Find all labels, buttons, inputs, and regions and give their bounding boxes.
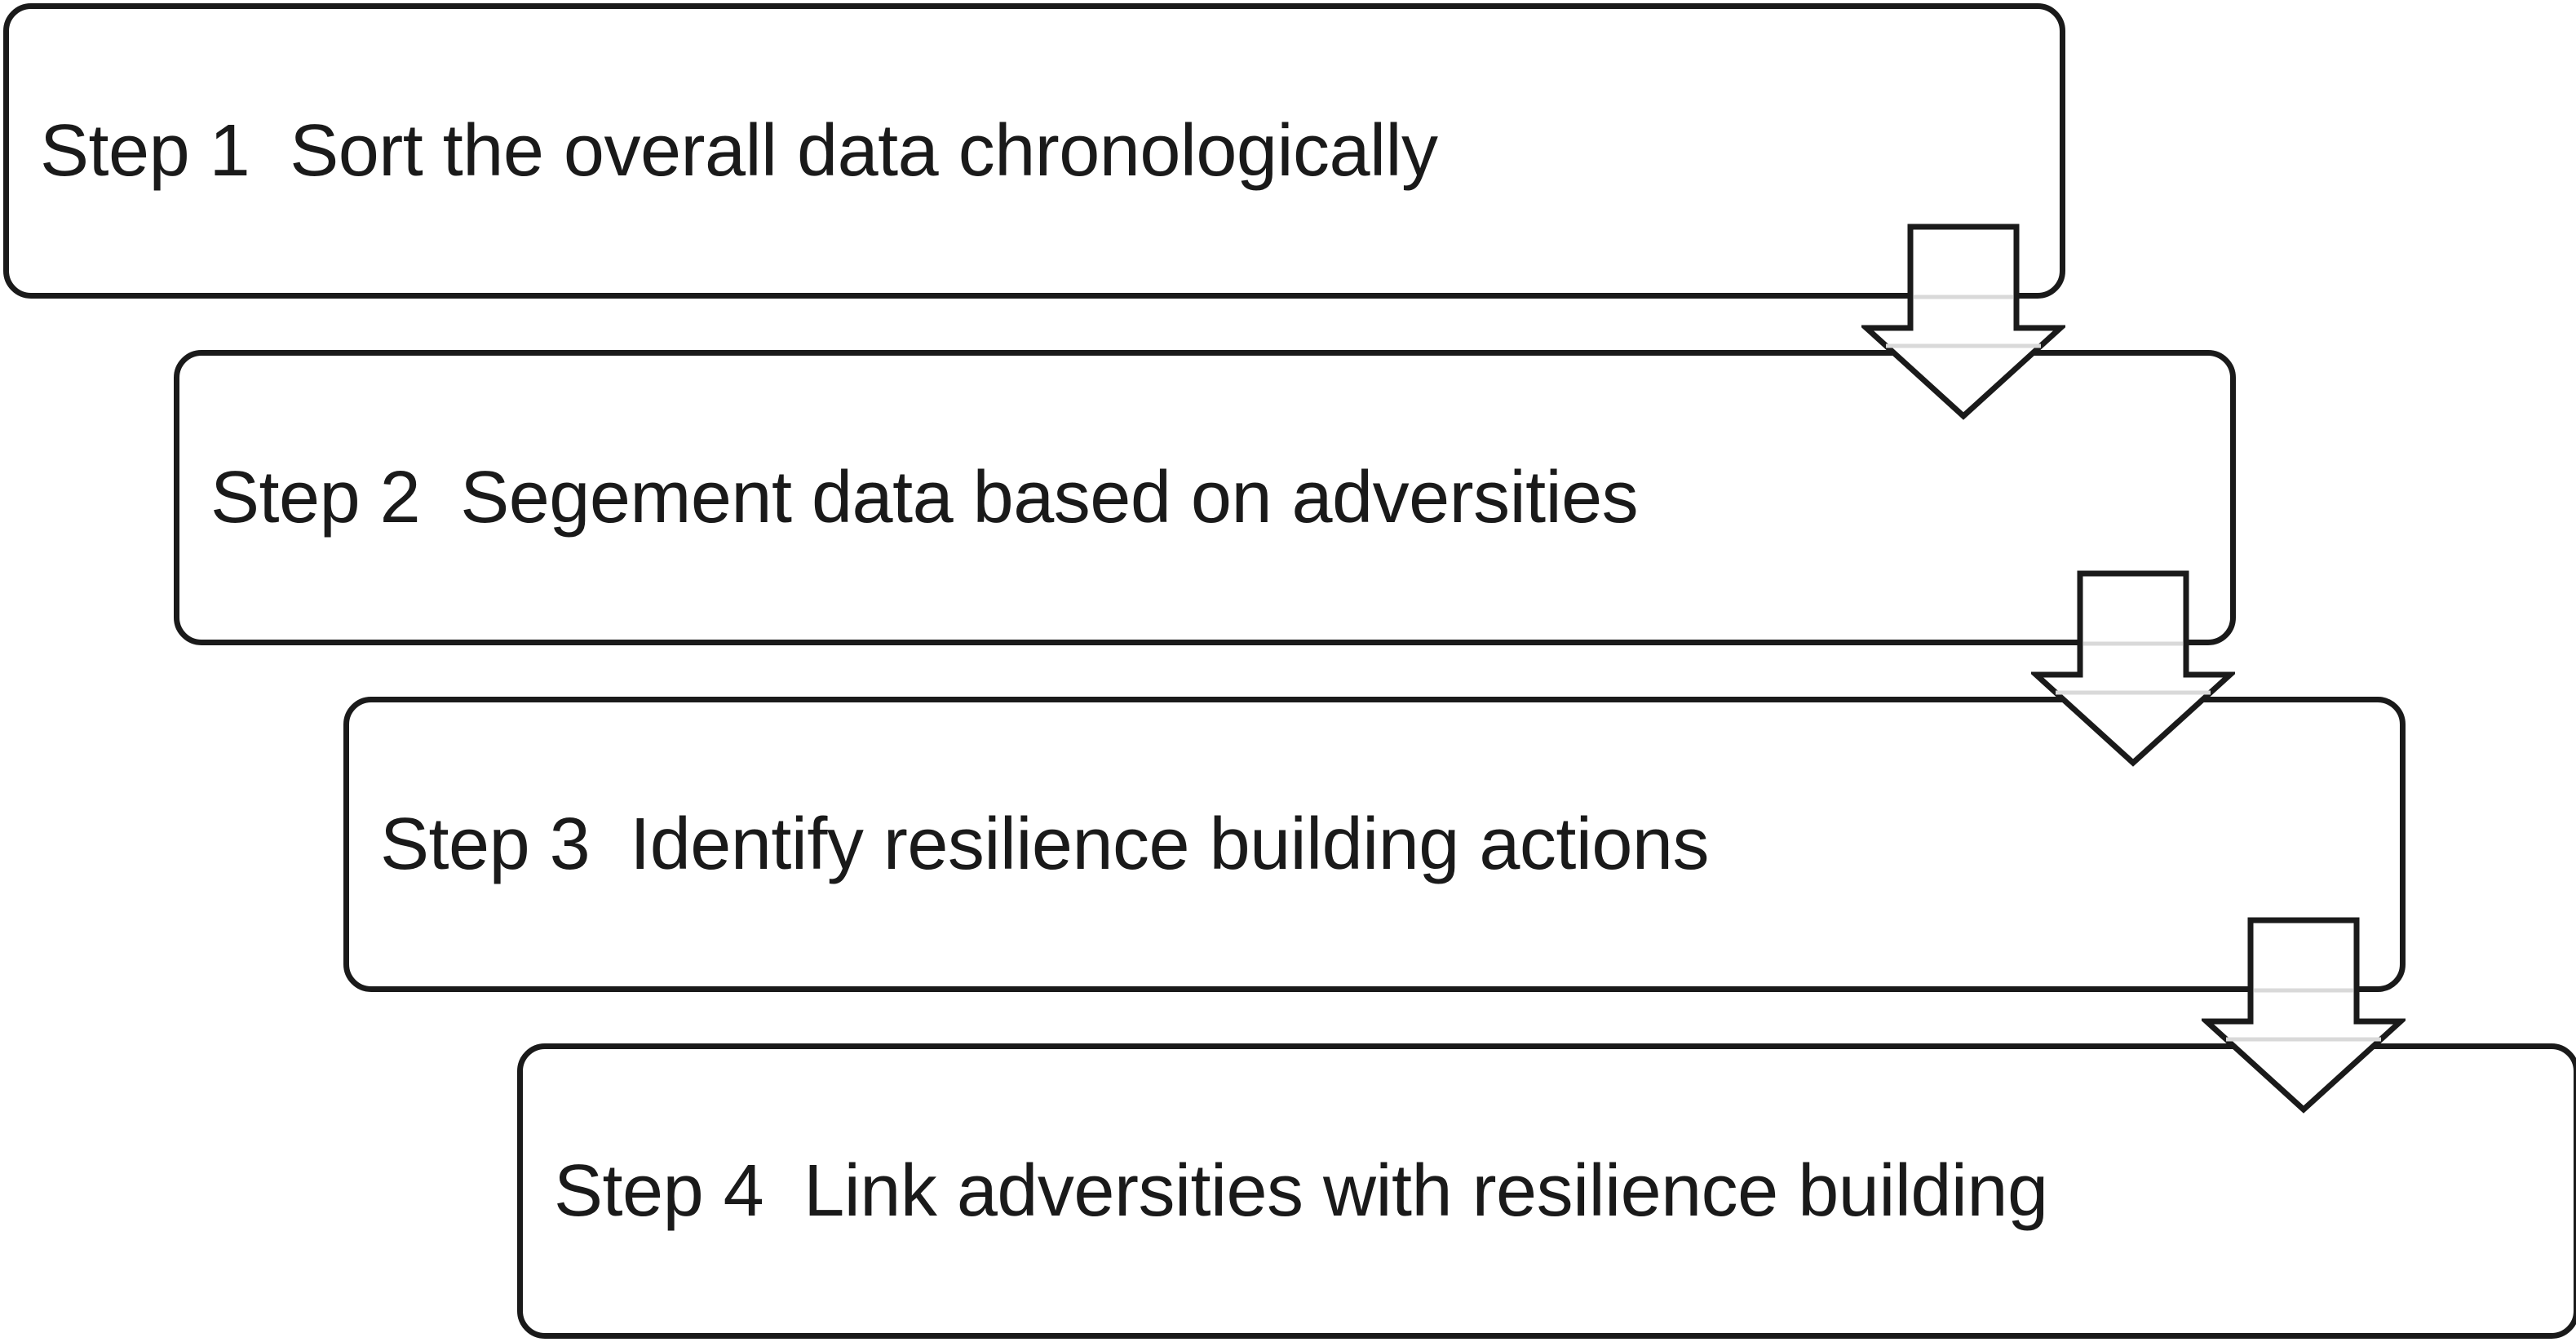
step-3-number: Step 3 (380, 803, 591, 885)
step-1-number: Step 1 (40, 109, 250, 192)
step-4-number: Step 4 (554, 1149, 764, 1232)
step-2-box: Step 2 Segement data based on adversitie… (174, 350, 2236, 645)
step-3-box: Step 3 Identify resilience building acti… (343, 697, 2406, 992)
step-2-number: Step 2 (210, 456, 421, 538)
step-3-text: Identify resilience building actions (630, 803, 1709, 885)
step-1-box: Step 1 Sort the overall data chronologic… (3, 3, 2065, 299)
step-4-box: Step 4 Link adversities with resilience … (517, 1043, 2576, 1339)
down-arrow-icon (2202, 917, 2406, 1114)
down-arrow-icon (1861, 224, 2065, 420)
step-2-text: Segement data based on adversities (460, 456, 1639, 538)
step-4-text: Link adversities with resilience buildin… (803, 1149, 2048, 1232)
step-1-text: Sort the overall data chronologically (290, 109, 1438, 192)
down-arrow-icon (2031, 570, 2235, 767)
